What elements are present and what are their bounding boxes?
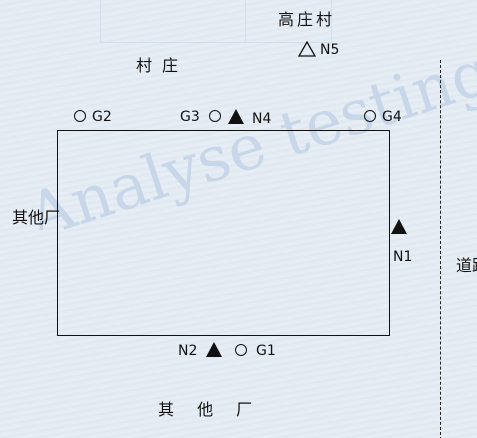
label-n1: N1 [393, 249, 413, 265]
n1-triangle-icon [391, 219, 407, 234]
label-n4: N4 [252, 111, 272, 127]
label-factory-bottom: 其 他 厂 [158, 400, 255, 419]
label-factory-left: 其他厂 [12, 208, 61, 227]
g1-circle-icon [235, 344, 247, 356]
watermark: Analyse testing [0, 10, 477, 253]
label-g4: G4 [382, 109, 402, 125]
label-n5: N5 [320, 42, 340, 58]
watermark-building-divider [245, 0, 246, 42]
label-road: 道路 [456, 256, 477, 275]
label-n2: N2 [178, 343, 198, 359]
label-g3: G3 [180, 109, 200, 125]
label-village: 村庄 [136, 56, 189, 75]
n4-triangle-icon [228, 109, 244, 124]
g4-circle-icon [364, 110, 376, 122]
g2-circle-icon [74, 110, 86, 122]
label-g1: G1 [256, 343, 276, 359]
g3-circle-icon [209, 110, 221, 122]
road-line [440, 60, 441, 438]
label-village-top: 高庄村 [278, 10, 336, 29]
n5-triangle-icon [298, 41, 316, 57]
site-boundary [57, 130, 390, 336]
watermark-building [100, 0, 332, 43]
label-g2: G2 [92, 109, 112, 125]
n2-triangle-icon [206, 342, 222, 357]
